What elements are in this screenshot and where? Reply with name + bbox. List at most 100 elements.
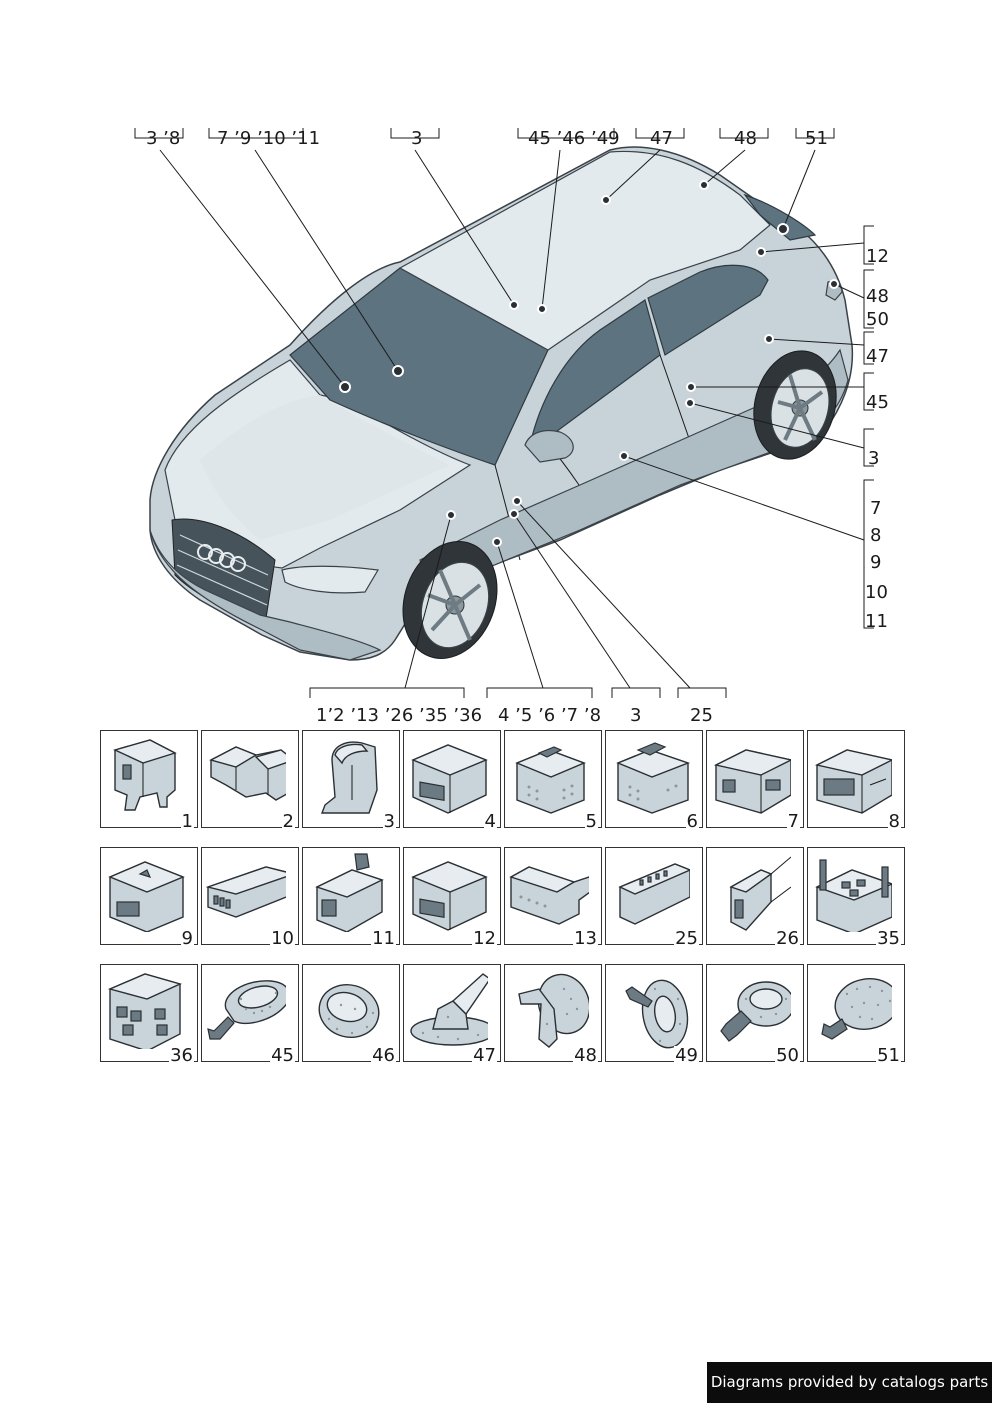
parts-row: 9 10 11 12 (100, 847, 916, 949)
part-number: 1 (180, 811, 194, 832)
part-cell[interactable]: 6 (605, 730, 703, 832)
part-number: 12 (472, 928, 497, 949)
relay-carrier-icon (107, 973, 183, 1049)
parts-row: 1 2 3 4 (100, 730, 916, 832)
car-badge (197, 544, 246, 572)
part-number: 7 (786, 811, 800, 832)
connector-housing-icon (509, 866, 589, 925)
part-cell[interactable]: 47 (403, 964, 501, 1066)
part-cell[interactable]: 10 (201, 847, 299, 949)
rubber-grommet-icon (625, 979, 689, 1049)
part-cell[interactable]: 45 (201, 964, 299, 1066)
part-number: 50 (775, 1045, 800, 1066)
part-cell[interactable]: 49 (605, 964, 703, 1066)
parts-row: 36 45 46 47 (100, 964, 916, 1066)
part-cell[interactable]: 1 (100, 730, 198, 832)
part-number: 49 (674, 1045, 699, 1066)
connector-housing-icon (729, 856, 791, 931)
part-cell[interactable]: 51 (807, 964, 905, 1066)
car-rear-window (743, 193, 817, 241)
part-number: 48 (573, 1045, 598, 1066)
relay-carrier-icon (815, 859, 892, 932)
callout-labels-right: 12 48 50 47 45 3 7 8 9 10 11 (865, 246, 889, 632)
part-cell[interactable]: 3 (302, 730, 400, 832)
car-headlight (281, 565, 379, 594)
callout-45-49: 45 ’46 ’49 (528, 128, 620, 149)
part-number: 47 (472, 1045, 497, 1066)
car-windscreen (289, 267, 549, 466)
connector-housing-icon (206, 866, 286, 918)
rubber-grommet-icon (821, 978, 892, 1040)
connector-housing-icon (209, 746, 286, 801)
part-number: 2 (281, 811, 295, 832)
part-number: 25 (674, 928, 699, 949)
callout-points (339, 180, 839, 547)
callout-48-top: 48 (734, 128, 757, 149)
part-cell[interactable]: 25 (605, 847, 703, 949)
connector-housing-icon (814, 749, 892, 814)
part-cell[interactable]: 2 (201, 730, 299, 832)
part-cell[interactable]: 46 (302, 964, 400, 1066)
connector-housing-icon (616, 742, 690, 814)
callout-8: 8 (870, 525, 881, 546)
connector-housing-icon (713, 749, 791, 814)
car-mirror (524, 429, 574, 463)
part-number: 46 (371, 1045, 396, 1066)
part-cell[interactable]: 13 (504, 847, 602, 949)
callout-3-right: 3 (868, 448, 879, 469)
part-cell[interactable]: 5 (504, 730, 602, 832)
callout-labels-bottom: 1’2 ’13 ’26 ’35 ’36 4 ’5 ’6 ’7 ’8 3 25 (316, 705, 713, 726)
part-number: 11 (371, 928, 396, 949)
callout-25: 25 (690, 705, 713, 726)
callout-3-roof: 3 (411, 128, 422, 149)
connector-housing-icon (113, 739, 177, 811)
part-number: 3 (382, 811, 396, 832)
car-illustration (149, 146, 854, 661)
callout-47-top: 47 (650, 128, 673, 149)
callout-47-right: 47 (866, 346, 889, 367)
rubber-grommet-icon (318, 984, 380, 1038)
callout-45-right: 45 (866, 392, 889, 413)
rear-wheel (753, 350, 837, 460)
connector-housing-icon (315, 853, 384, 932)
car-rear-side-window (647, 264, 769, 356)
callout-50: 50 (866, 309, 889, 330)
part-number: 10 (270, 928, 295, 949)
connector-housing-icon (618, 863, 690, 925)
callout-7: 7 (870, 498, 881, 519)
part-number: 45 (270, 1045, 295, 1066)
credit-banner: Diagrams provided by catalogs parts (707, 1362, 992, 1403)
callout-48-right: 48 (866, 286, 889, 307)
front-wheel (402, 541, 498, 659)
part-number: 6 (685, 811, 699, 832)
part-cell[interactable]: 12 (403, 847, 501, 949)
callout-51: 51 (805, 128, 828, 149)
part-cell[interactable]: 35 (807, 847, 905, 949)
rubber-grommet-icon (410, 973, 488, 1046)
callout-11: 11 (865, 611, 888, 632)
part-number: 8 (887, 811, 901, 832)
parts-grid: 1 2 3 4 (100, 730, 916, 1081)
part-number: 4 (483, 811, 497, 832)
part-number: 26 (775, 928, 800, 949)
part-number: 5 (584, 811, 598, 832)
connector-housing-icon (411, 861, 488, 931)
part-cell[interactable]: 4 (403, 730, 501, 832)
callout-labels-top: 3 ’8 7 ’9 ’10 ’11 3 45 ’46 ’49 47 48 51 (146, 128, 828, 149)
car-front-side-window (529, 299, 661, 446)
callout-1-36: 1’2 ’13 ’26 ’35 ’36 (316, 705, 482, 726)
part-cell[interactable]: 7 (706, 730, 804, 832)
part-cell[interactable]: 36 (100, 964, 198, 1066)
part-cell[interactable]: 9 (100, 847, 198, 949)
part-cell[interactable]: 50 (706, 964, 804, 1066)
part-number: 35 (876, 928, 901, 949)
rubber-grommet-icon (720, 981, 791, 1042)
part-cell[interactable]: 48 (504, 964, 602, 1066)
callout-3-8: 3 ’8 (146, 128, 180, 149)
callout-4-8: 4 ’5 ’6 ’7 ’8 (498, 705, 601, 726)
part-cell[interactable]: 26 (706, 847, 804, 949)
part-cell[interactable]: 11 (302, 847, 400, 949)
part-cell[interactable]: 8 (807, 730, 905, 832)
connector-housing-icon (515, 746, 586, 814)
